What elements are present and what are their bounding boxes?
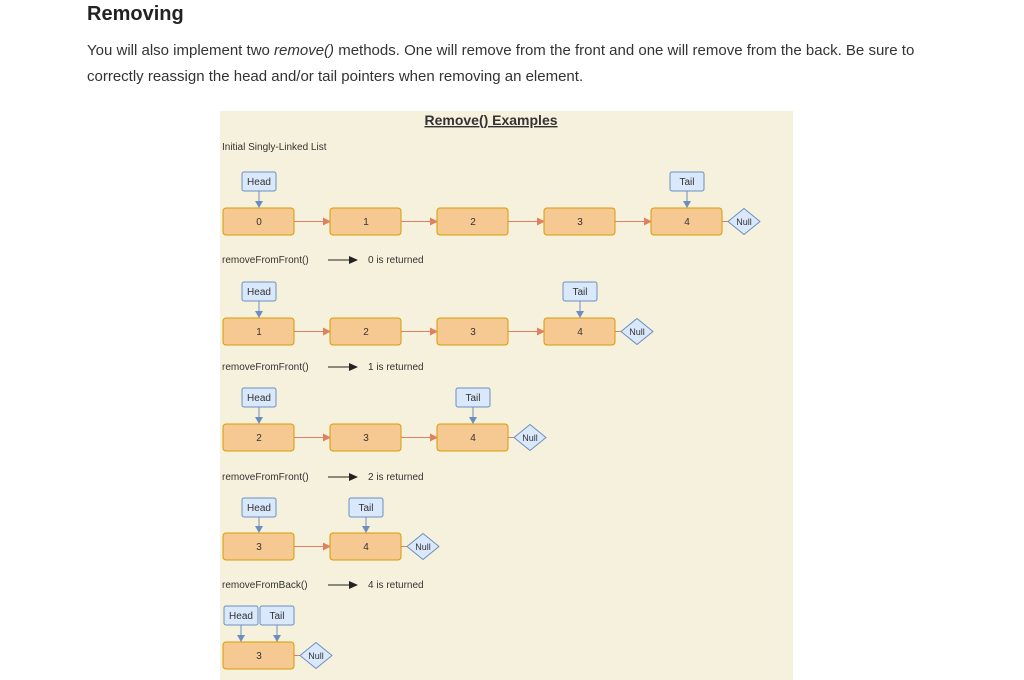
linked-list-row-1: 0 1 2 3 4 Null Head Tail	[222, 171, 761, 236]
operation-call: removeFromFront()	[222, 255, 309, 266]
null-terminator	[513, 424, 547, 451]
tail-pointer-label: Tail	[269, 611, 284, 622]
list-node-value: 1	[256, 327, 262, 338]
null-label: Null	[736, 217, 752, 227]
para-text-after: methods. One will remove from the front …	[87, 42, 915, 85]
tail-pointer-arrow-head	[273, 635, 281, 642]
list-node-value: 2	[470, 217, 476, 228]
list-node-value: 3	[577, 217, 583, 228]
null-label: Null	[308, 651, 324, 661]
operation-call: removeFromFront()	[222, 362, 309, 373]
tail-pointer-arrow-head	[469, 417, 477, 424]
operation-1: removeFromFront() 0 is returned	[222, 255, 424, 266]
list-node-value: 3	[256, 542, 262, 553]
list-node-value: 4	[577, 327, 583, 338]
null-label: Null	[522, 433, 538, 443]
list-node-value: 0	[256, 217, 262, 228]
operation-3: removeFromFront() 2 is returned	[222, 472, 424, 483]
tail-pointer-arrow-head	[576, 311, 584, 318]
diagram-canvas: Remove() Examples Initial Singly-Linked …	[222, 112, 761, 670]
null-terminator	[620, 318, 654, 345]
linked-list-row-3: 2 3 4 Null Head Tail	[222, 387, 547, 452]
section-title: Removing	[87, 3, 184, 25]
head-pointer-label: Head	[247, 503, 271, 514]
tail-pointer-label: Tail	[465, 393, 480, 404]
null-terminator	[727, 208, 761, 235]
head-pointer-arrow-head	[255, 201, 263, 208]
head-pointer-arrow-head	[255, 311, 263, 318]
head-pointer-label: Head	[229, 611, 253, 622]
tail-pointer-label: Tail	[679, 177, 694, 188]
operations-layer: removeFromFront()0 is returnedremoveFrom…	[222, 255, 424, 591]
null-terminator	[299, 642, 333, 669]
para-method-name: remove()	[274, 42, 335, 59]
operation-call: removeFromFront()	[222, 472, 309, 483]
diagram-title: Remove() Examples	[424, 112, 557, 128]
head-pointer-label: Head	[247, 393, 271, 404]
list-node-value: 4	[684, 217, 690, 228]
operation-result: 4 is returned	[368, 580, 424, 591]
section-paragraph: You will also implement two remove() met…	[87, 38, 947, 90]
operation-result: 1 is returned	[368, 362, 424, 373]
tail-pointer-arrow-head	[362, 526, 370, 533]
tail-pointer-arrow-head	[683, 201, 691, 208]
operation-result: 2 is returned	[368, 472, 424, 483]
list-node-value: 4	[470, 433, 476, 444]
linked-list-row-5: 3 Null Head Tail	[222, 605, 333, 670]
list-node-value: 3	[470, 327, 476, 338]
operation-call: removeFromBack()	[222, 580, 308, 591]
head-pointer-arrow-head	[255, 417, 263, 424]
null-label: Null	[629, 327, 645, 337]
head-pointer-arrow-head	[255, 526, 263, 533]
list-node-value: 3	[363, 433, 369, 444]
tail-pointer-label: Tail	[358, 503, 373, 514]
remove-examples-diagram: Remove() Examples Initial Singly-Linked …	[220, 111, 793, 680]
list-node-value: 1	[363, 217, 369, 228]
list-node-value: 2	[363, 327, 369, 338]
operation-result: 0 is returned	[368, 255, 424, 266]
linked-list-row-2: 1 2 3 4 Null Head Tail	[222, 281, 654, 346]
list-node-value: 2	[256, 433, 262, 444]
list-node-value: 3	[256, 651, 262, 662]
head-pointer-label: Head	[247, 177, 271, 188]
initial-list-label: Initial Singly-Linked List	[222, 142, 327, 153]
operation-4: removeFromBack() 4 is returned	[222, 580, 424, 591]
null-terminator	[406, 533, 440, 560]
operation-2: removeFromFront() 1 is returned	[222, 362, 424, 373]
head-pointer-arrow-head	[237, 635, 245, 642]
list-node-value: 4	[363, 542, 369, 553]
linked-list-row-4: 3 4 Null Head Tail	[222, 497, 440, 561]
head-pointer-label: Head	[247, 287, 271, 298]
null-label: Null	[415, 542, 431, 552]
para-text-before: You will also implement two	[87, 42, 275, 59]
tail-pointer-label: Tail	[572, 287, 587, 298]
